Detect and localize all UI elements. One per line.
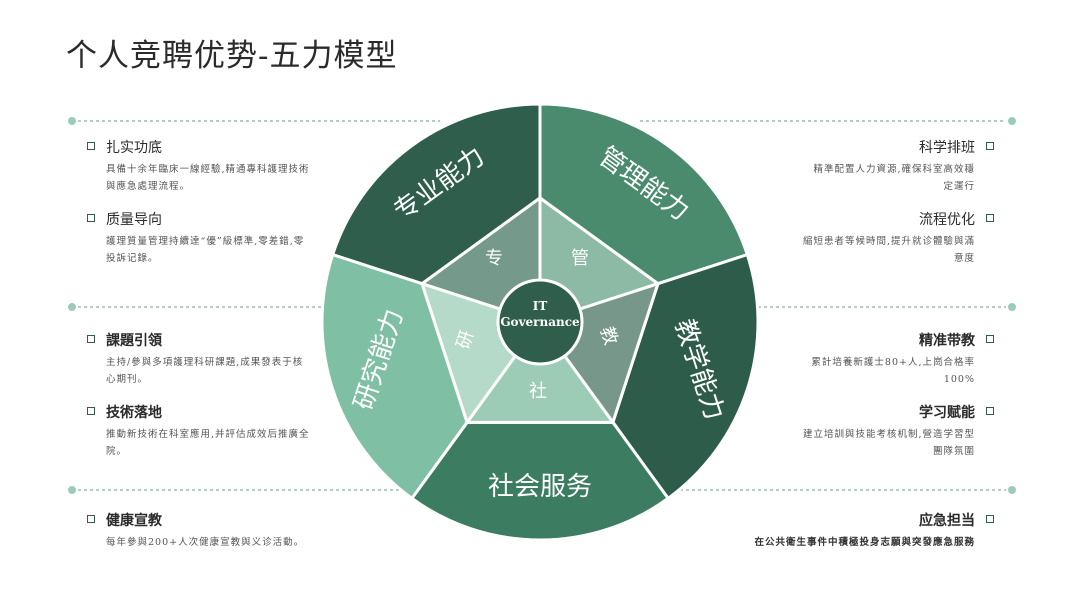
right-item-title: 科学排班 [919, 140, 975, 156]
connector-dot-right-bottom [1006, 484, 1018, 496]
left-item-desc: 具備十余年臨床一線經驗,精通專科護理技術與應急處理流程。 [106, 164, 310, 192]
sector-teaching [611, 252, 760, 501]
left-item-title: 課題引領 [106, 333, 162, 349]
left-item-health-education: 健康宣教 每年參與200+人次健康宣教與义诊活動。 [87, 512, 386, 551]
left-item-title: 扎实功底 [106, 140, 162, 156]
checkbox-square-icon [986, 515, 994, 523]
page-title: 个人竞聘优势-五力模型 [66, 38, 398, 74]
sector-research [320, 252, 469, 501]
left-item-title: 健康宣教 [106, 513, 162, 529]
center-label-line1: IT [533, 299, 548, 313]
checkbox-square-icon [87, 335, 95, 343]
outer-ring [320, 102, 760, 542]
connector-dot-right-top [1006, 115, 1018, 127]
left-item-solid-foundation: 扎实功底 具備十余年臨床一線經驗,精通專科護理技術與應急處理流程。 [87, 139, 316, 195]
checkbox-square-icon [87, 142, 95, 150]
connector-dot-right-mid [1006, 301, 1018, 313]
checkbox-square-icon [986, 335, 994, 343]
outer-label-social: 社会服务 [488, 472, 592, 502]
sector-professional [330, 102, 542, 286]
connector-lines [72, 120, 1012, 491]
connector-dots [66, 115, 1018, 496]
right-item-process-optimization: 流程优化 縮短患者等候時間,提升就诊體驗與滿意度 [770, 211, 994, 267]
right-item-title: 流程优化 [919, 212, 975, 228]
sector-social [409, 420, 671, 542]
right-item-desc: 精準配置人力資源,確保科室高效穩定運行 [813, 164, 975, 192]
right-item-title: 精准带教 [919, 333, 975, 349]
sector-management [538, 102, 750, 286]
right-item-desc: 累計培養新護士80+人,上崗合格率100% [811, 357, 975, 385]
checkbox-square-icon [986, 142, 994, 150]
right-item-desc: 縮短患者等候時間,提升就诊體驗與滿意度 [802, 236, 975, 264]
left-item-quality-orientation: 质量导向 護理質量管理持續達“優”級標準,零差錯,零投訴记錄。 [87, 211, 316, 267]
right-item-title: 应急担当 [919, 513, 975, 529]
right-item-scientific-scheduling: 科学排班 精準配置人力資源,確保科室高效穩定運行 [770, 139, 994, 195]
inner-label-research: 研 [453, 328, 479, 352]
checkbox-square-icon [87, 407, 95, 415]
checkbox-square-icon [986, 407, 994, 415]
inner-label-teaching: 教 [596, 324, 622, 348]
right-item-emergency-responsibility: 应急担当 在公共衛生事件中積極投身志願與突發應急服務 [690, 512, 994, 551]
inner-label-social: 社 [529, 381, 547, 402]
right-item-learning-empowerment: 学习赋能 建立培訓與技能考核机制,營造学習型團隊氛圍 [770, 404, 994, 460]
center-circle [496, 278, 584, 366]
right-item-title: 学习赋能 [919, 405, 975, 421]
connector-dot-left-top [66, 115, 78, 127]
connector-dot-left-bottom [66, 484, 78, 496]
center-label-line2: Governance [500, 315, 580, 329]
right-item-desc: 建立培訓與技能考核机制,營造学習型團隊氛圍 [802, 429, 975, 457]
left-item-tech-landing: 技術落地 推動新技術在科室應用,并評估成效后推廣全院。 [87, 404, 316, 460]
left-item-project-leading: 課題引領 主持/參與多項護理科研課題,成果發表于核心期刊。 [87, 332, 316, 388]
right-item-desc: 在公共衛生事件中積極投身志願與突發應急服務 [754, 537, 975, 548]
left-item-title: 技術落地 [106, 405, 162, 421]
checkbox-square-icon [986, 214, 994, 222]
left-item-desc: 護理質量管理持續達“優”級標準,零差錯,零投訴记錄。 [106, 236, 305, 264]
inner-label-professional: 专 [485, 248, 503, 269]
connector-dot-left-mid [66, 301, 78, 313]
left-item-desc: 推動新技術在科室應用,并評估成效后推廣全院。 [106, 429, 310, 457]
left-item-desc: 每年參與200+人次健康宣教與义诊活動。 [106, 537, 305, 548]
left-item-desc: 主持/參與多項護理科研課題,成果發表于核心期刊。 [106, 357, 304, 385]
checkbox-square-icon [87, 214, 95, 222]
left-item-title: 质量导向 [106, 212, 162, 228]
inner-label-management: 管 [571, 248, 589, 269]
right-item-precise-teaching: 精准带教 累計培養新護士80+人,上崗合格率100% [770, 332, 994, 388]
checkbox-square-icon [87, 515, 95, 523]
